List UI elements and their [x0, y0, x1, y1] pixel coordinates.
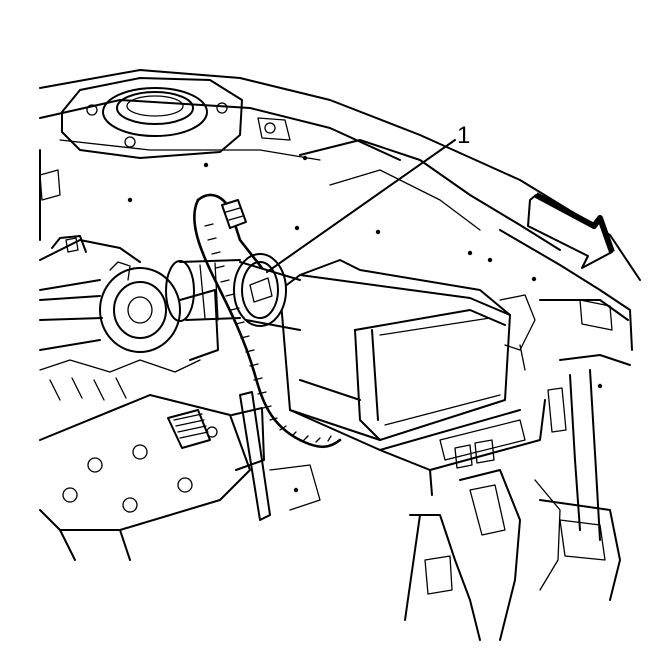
air-cleaner-housing	[279, 259, 546, 496]
sensor-harness	[193, 193, 342, 449]
strut-tower	[61, 77, 291, 159]
lower-crossmember	[404, 469, 561, 641]
engine-block	[39, 235, 321, 561]
callout-label: 1	[457, 122, 470, 149]
fastener-dots	[127, 155, 603, 389]
radiator-support	[499, 229, 633, 601]
front-direction-arrow-icon	[527, 192, 615, 269]
callout-leader-line	[266, 139, 456, 273]
intake-duct	[165, 253, 301, 331]
